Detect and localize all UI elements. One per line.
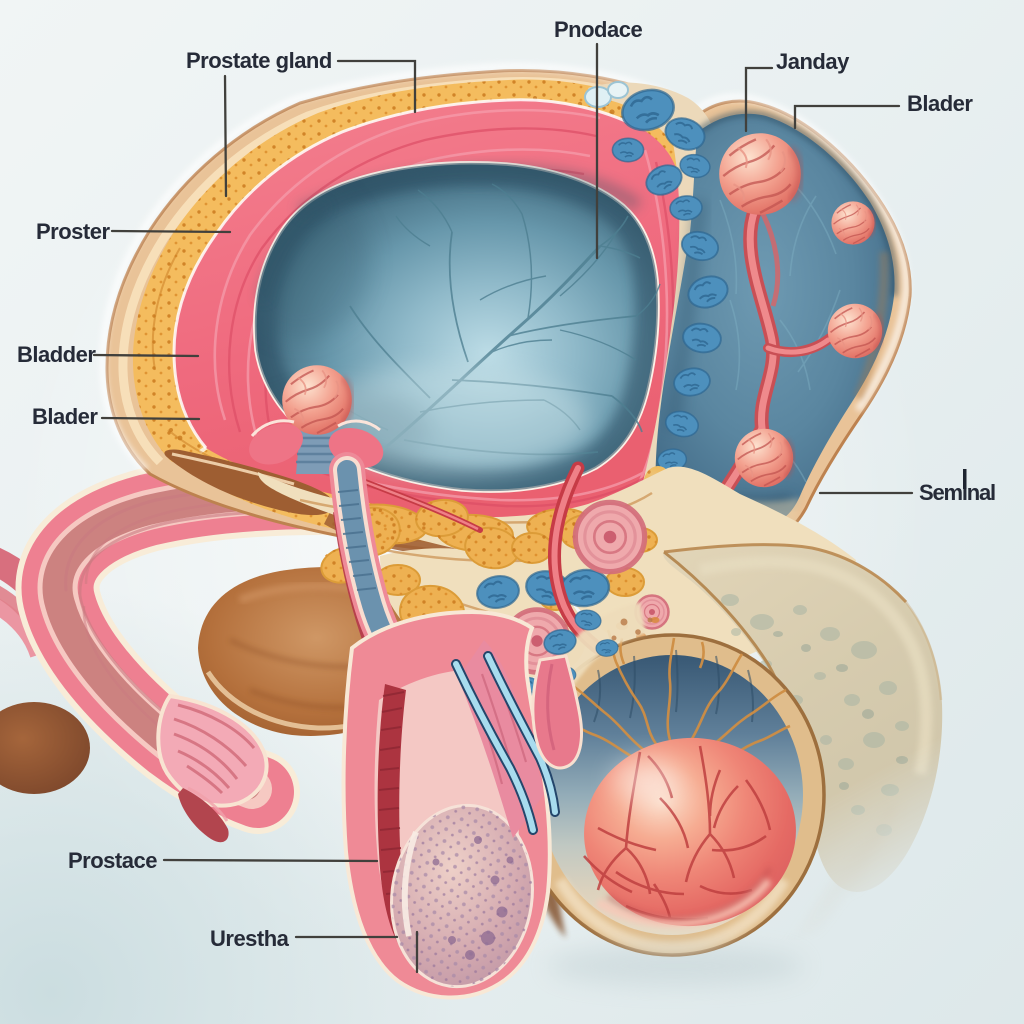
svg-text:Pnodace: Pnodace [554,17,642,42]
svg-text:Janday: Janday [776,49,850,74]
svg-text:Urestha: Urestha [210,926,290,951]
svg-text:Proster: Proster [36,219,110,244]
svg-text:Bladder: Bladder [17,342,96,367]
svg-text:Blader: Blader [907,91,973,116]
svg-text:Seminal: Seminal [919,480,995,505]
svg-text:Prostate gland: Prostate gland [186,48,332,73]
svg-text:Prostace: Prostace [68,848,157,873]
svg-text:Blader: Blader [32,404,98,429]
